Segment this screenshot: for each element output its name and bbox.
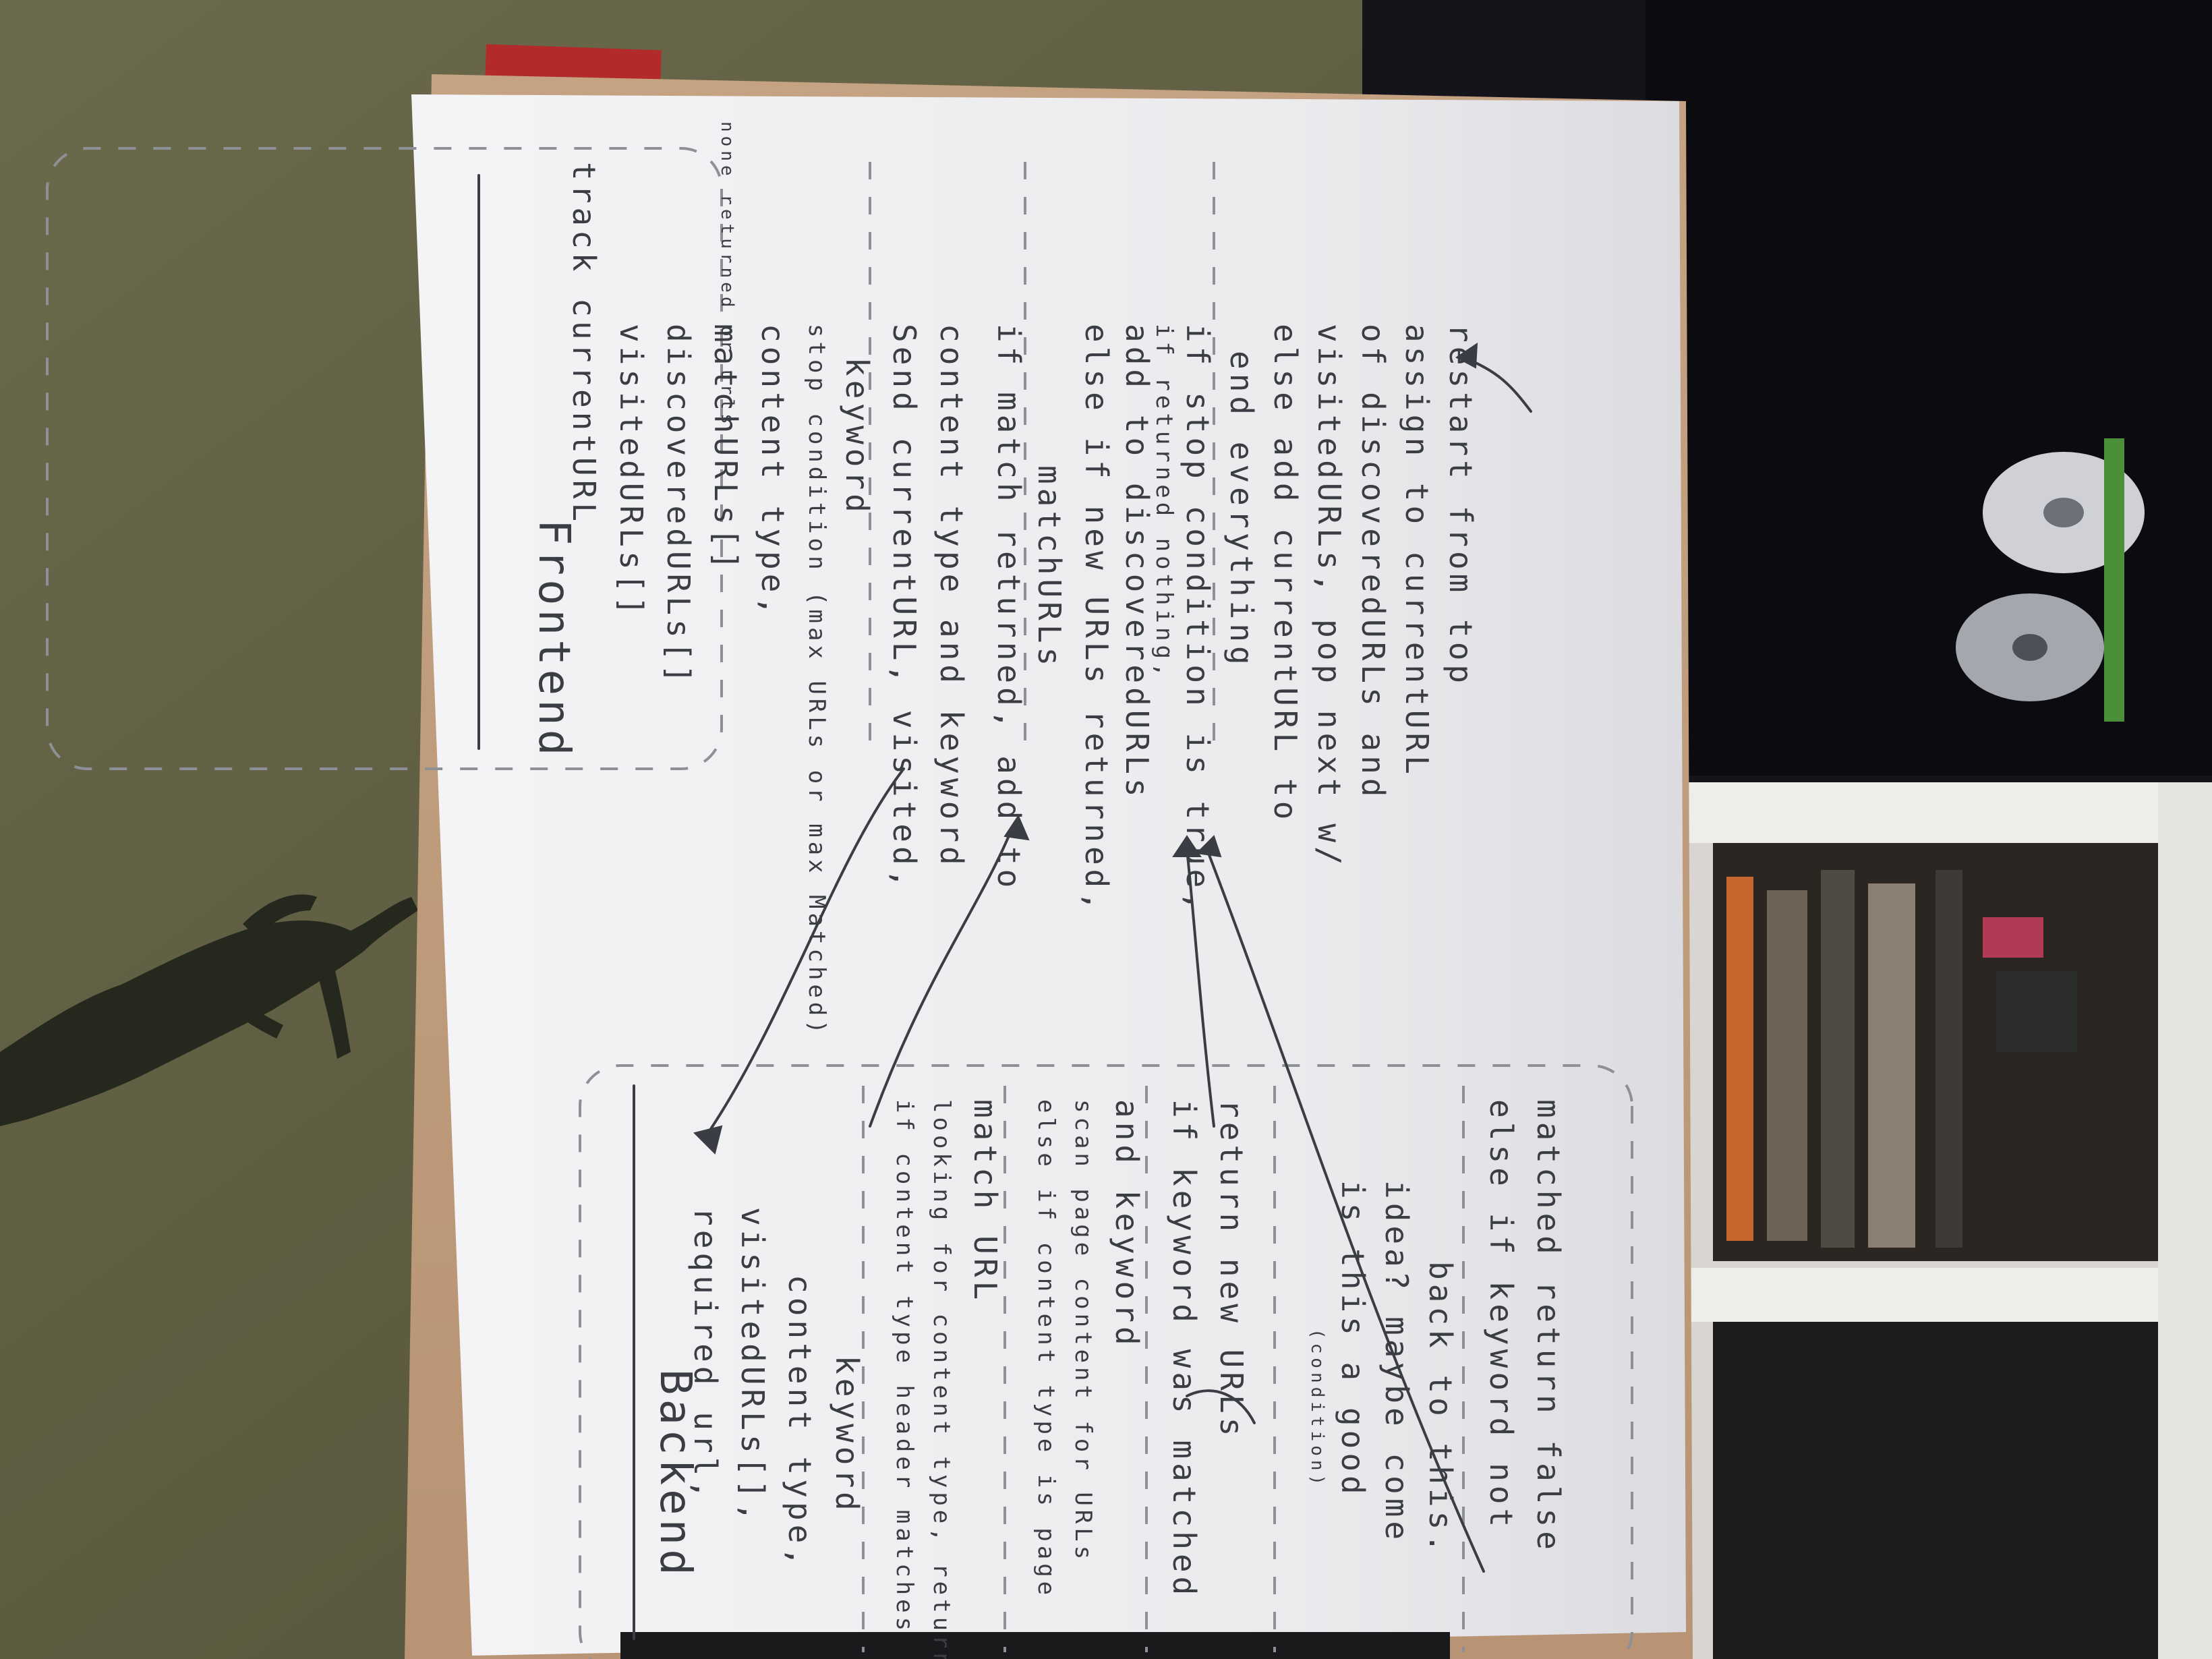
fe-line-0: track currentURL — [566, 162, 602, 525]
arrow-return-false — [1206, 848, 1485, 1573]
sketch-content: Frontend track currentURL visitedURLs[] … — [46, 121, 1633, 1659]
dark-bar — [620, 1632, 1450, 1659]
arrow-return-match — [869, 828, 1013, 1128]
fe-line-16: end everything — [1223, 351, 1260, 669]
paper-sheet — [411, 94, 1686, 1656]
arrowhead-4 — [1195, 835, 1222, 858]
arrowhead-2 — [1003, 814, 1030, 841]
fe-line-2: discoveredURLs[] — [660, 324, 697, 687]
be-line-9: and keyword — [1109, 1099, 1145, 1349]
be-line-7: else if content type is page — [1032, 1099, 1059, 1599]
fe-line-17: else add currentURL to — [1267, 324, 1304, 823]
fe-line-1: visitedURLs[] — [613, 324, 649, 619]
frontend-title: Frontend — [529, 519, 579, 759]
be-line-5: looking for content type, return — [928, 1099, 955, 1659]
be-line-6: match URL — [967, 1099, 1003, 1304]
arrowhead-1 — [693, 1125, 723, 1155]
plant-silhouette — [0, 894, 418, 1126]
arrowhead-5 — [1455, 343, 1478, 369]
fe-line-5: stop condition (max URLs or max Matched) — [803, 324, 830, 1038]
be-line-12: (condition) — [1307, 1329, 1327, 1489]
be-line-2: content type, — [782, 1275, 818, 1570]
fe-line-10: if match returned, add to — [991, 324, 1027, 892]
fe-line-11: matchURLs — [1031, 465, 1068, 670]
arrow-send-to-backend — [707, 767, 905, 1134]
backend-box — [579, 1064, 1633, 1659]
bookshelf — [1666, 782, 2212, 1659]
backend-title: Backend — [650, 1369, 700, 1579]
be-line-10: if keyword was matched — [1166, 1099, 1202, 1599]
bracket-mark — [1186, 1389, 1256, 1424]
frontend-lines: track currentURL visitedURLs[] discovere… — [566, 121, 1479, 1038]
fe-line-9: content type and keyword — [933, 324, 970, 869]
fe-line-8: Send currentURL, visited, — [886, 324, 923, 892]
be-line-8: scan page content for URLs — [1070, 1099, 1097, 1563]
monitor-edge — [1646, 0, 2212, 776]
be-line-4: if content type header matches — [891, 1099, 918, 1635]
fe-line-14: if returned nothing, — [1151, 324, 1177, 680]
be-line-1: visitedURLs[], — [734, 1207, 771, 1525]
be-line-13: is this a good — [1335, 1180, 1371, 1498]
fe-line-12: else if new URLs returned, — [1078, 324, 1115, 914]
fe-line-15: if stop condition is true, — [1180, 324, 1216, 914]
fe-line-13: add to discoveredURLs — [1119, 324, 1155, 801]
fe-line-7: none returned or urls — [717, 121, 737, 428]
arrow-return-urls — [1186, 848, 1215, 1128]
fe-line-4: content type, — [755, 324, 791, 619]
disc-pile — [1956, 438, 2145, 722]
be-line-17: matched return false — [1530, 1099, 1567, 1554]
be-line-3: keyword — [829, 1356, 865, 1515]
fe-line-20: assign to currentURL — [1399, 324, 1435, 778]
fe-line-3: matchURLs[] — [707, 324, 744, 574]
be-line-11: return new URLs — [1213, 1099, 1250, 1440]
fe-line-21: restart from top — [1443, 324, 1479, 687]
arrowhead-3 — [1172, 835, 1202, 857]
be-line-0: required url, — [687, 1207, 724, 1503]
fe-line-19: of discoveredURLs and — [1355, 324, 1391, 801]
be-line-15: back to this. — [1422, 1261, 1459, 1556]
be-line-16: else if keyword not — [1483, 1099, 1519, 1531]
fe-line-18: visitedURLs, pop next w/ — [1311, 324, 1347, 869]
